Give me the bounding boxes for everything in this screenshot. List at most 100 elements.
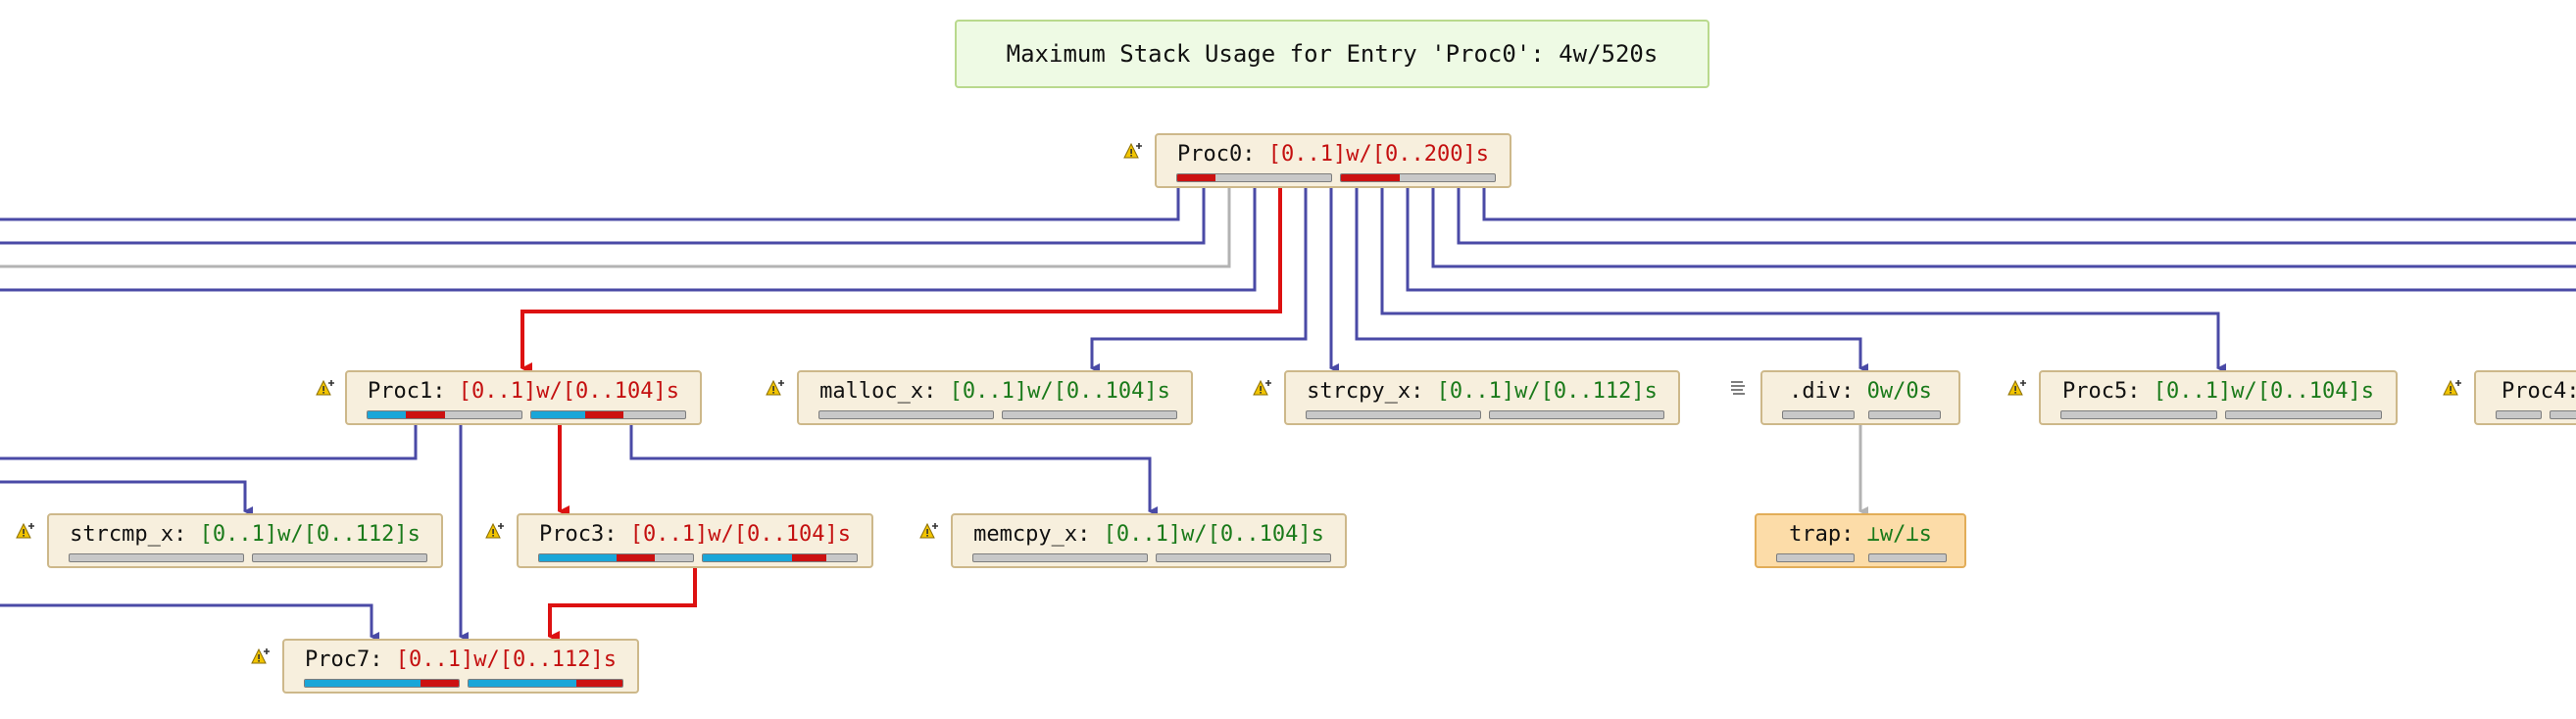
stack-usage-bar	[1868, 553, 1947, 562]
edge-proc1-strcmp	[0, 480, 253, 516]
edge-proc0-offscreen-right-4	[1482, 186, 2576, 221]
edge-proc0-offscreen-left-3	[0, 186, 1231, 268]
stack-usage-bar-segment-red	[575, 680, 622, 687]
node-label: Proc1: [0..1]w/[0..104]s	[347, 379, 700, 404]
edge-proc0-proc1	[520, 186, 1282, 374]
node-separator: :	[1841, 379, 1867, 404]
words-usage-bar	[818, 410, 994, 419]
warning-icon	[766, 378, 785, 398]
stack-usage-bar	[1340, 173, 1496, 182]
stack-usage-bar-segment-red	[1341, 174, 1400, 181]
node-label: Proc5: [0..1]w/[0..104]s	[2041, 379, 2396, 404]
node-name: .div	[1789, 379, 1842, 404]
node-malloc_x[interactable]: malloc_x: [0..1]w/[0..104]s	[797, 370, 1193, 425]
edge-proc0-offscreen-left-1	[0, 186, 1180, 221]
words-usage-bar-segment-red	[1177, 174, 1216, 181]
node-name: strcmp_x	[70, 522, 174, 547]
node-stack-value: [0..1]w/[0..112]s	[1436, 379, 1658, 404]
stack-usage-bar	[1002, 410, 1177, 419]
node-separator: :	[604, 522, 630, 547]
node-separator: :	[370, 647, 396, 672]
edge-proc1-offscreen-left	[0, 425, 418, 460]
stack-usage-bar	[2550, 410, 2576, 419]
node-separator: :	[1841, 522, 1867, 547]
stack-usage-bar	[530, 410, 686, 419]
stack-usage-bar	[1489, 410, 1664, 419]
stack-usage-bar-segment-cyan	[469, 680, 576, 687]
node-stack-value: ⊥w/⊥s	[1866, 522, 1932, 547]
stack-usage-bar-segment-red	[792, 554, 826, 561]
node-name: trap	[1789, 522, 1842, 547]
node-trap[interactable]: trap: ⊥w/⊥s	[1755, 513, 1966, 568]
node-separator: :	[1242, 142, 1268, 167]
stack-usage-bar	[2225, 410, 2382, 419]
node-separator: :	[2566, 379, 2576, 404]
node-stack-value: [0..1]w/[0..200]s	[1267, 142, 1489, 167]
node-label: trap: ⊥w/⊥s	[1757, 522, 1964, 547]
graph-title: Maximum Stack Usage for Entry 'Proc0': 4…	[955, 20, 1709, 88]
edge-offscreen-proc7	[0, 603, 379, 642]
edge-proc0-proc5	[1380, 186, 2226, 373]
edge-proc0-offscreen-right-2	[1431, 186, 2576, 268]
node-separator: :	[173, 522, 200, 547]
node-proc0[interactable]: Proc0: [0..1]w/[0..200]s	[1155, 133, 1511, 188]
node-label: malloc_x: [0..1]w/[0..104]s	[799, 379, 1191, 404]
words-usage-bar-segment-cyan	[539, 554, 617, 561]
node-name: Proc1	[368, 379, 433, 404]
edge-proc0-offscreen-right-3	[1457, 186, 2576, 245]
node-stack-value: [0..1]w/[0..104]s	[629, 522, 851, 547]
node-name: Proc0	[1177, 142, 1243, 167]
node-proc3[interactable]: Proc3: [0..1]w/[0..104]s	[517, 513, 873, 568]
stack-usage-bar	[1156, 553, 1331, 562]
node-stack-value: [0..1]w/[0..104]s	[458, 379, 679, 404]
node-stack-value: [0..1]w/[0..112]s	[395, 647, 617, 672]
node-strcpy_x[interactable]: strcpy_x: [0..1]w/[0..112]s	[1284, 370, 1680, 425]
node-separator: :	[1077, 522, 1104, 547]
stack-usage-bar	[252, 553, 427, 562]
node-div[interactable]: .div: 0w/0s	[1760, 370, 1960, 425]
words-usage-bar	[1776, 553, 1855, 562]
node-stack-value: [0..1]w/[0..104]s	[1103, 522, 1324, 547]
node-stack-value: 0w/0s	[1866, 379, 1932, 404]
node-label: Proc0: [0..1]w/[0..200]s	[1157, 142, 1510, 167]
warning-icon	[485, 521, 505, 541]
node-label: Proc4:	[2502, 379, 2576, 404]
words-usage-bar-segment-red	[420, 680, 459, 687]
warning-icon	[2007, 378, 2027, 398]
words-usage-bar	[367, 410, 522, 419]
words-usage-bar-segment-cyan	[368, 411, 407, 418]
node-name: Proc4	[2502, 379, 2567, 404]
node-separator: :	[1411, 379, 1437, 404]
words-usage-bar	[2496, 410, 2542, 419]
node-separator: :	[432, 379, 459, 404]
words-usage-bar	[1782, 410, 1855, 419]
words-usage-bar-segment-red	[616, 554, 655, 561]
words-usage-bar	[1306, 410, 1481, 419]
node-separator: :	[923, 379, 950, 404]
node-proc7[interactable]: Proc7: [0..1]w/[0..112]s	[282, 639, 639, 694]
warning-icon	[2443, 378, 2462, 398]
edge-proc0-div	[1355, 186, 1868, 373]
warning-icon	[919, 521, 939, 541]
words-usage-bar	[538, 553, 694, 562]
node-proc4[interactable]: Proc4:	[2474, 370, 2576, 425]
edge-proc0-malloc	[1090, 186, 1308, 373]
edge-proc0-offscreen-left-4	[0, 186, 1257, 292]
warning-icon	[1253, 378, 1272, 398]
node-name: malloc_x	[819, 379, 924, 404]
warning-icon	[316, 378, 335, 398]
node-name: Proc5	[2062, 379, 2128, 404]
stack-usage-bar	[1868, 410, 1941, 419]
node-label: .div: 0w/0s	[1762, 379, 1958, 404]
node-memcpy_x[interactable]: memcpy_x: [0..1]w/[0..104]s	[951, 513, 1347, 568]
warning-icon	[251, 647, 271, 666]
node-stack-value: [0..1]w/[0..104]s	[949, 379, 1170, 404]
node-proc5[interactable]: Proc5: [0..1]w/[0..104]s	[2039, 370, 2398, 425]
words-usage-bar	[2060, 410, 2217, 419]
node-proc1[interactable]: Proc1: [0..1]w/[0..104]s	[345, 370, 702, 425]
node-strcmp_x[interactable]: strcmp_x: [0..1]w/[0..112]s	[47, 513, 443, 568]
node-name: memcpy_x	[973, 522, 1078, 547]
node-label: strcmp_x: [0..1]w/[0..112]s	[49, 522, 441, 547]
edge-proc1-memcpy	[629, 425, 1158, 516]
node-name: Proc3	[539, 522, 605, 547]
